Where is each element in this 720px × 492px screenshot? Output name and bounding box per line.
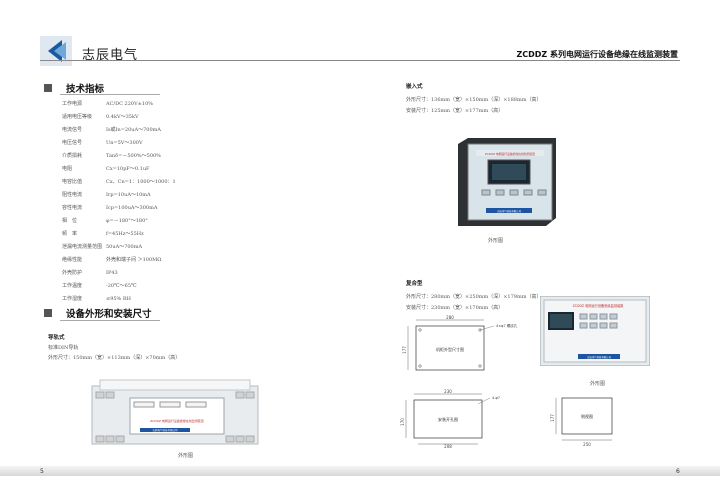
spec-key: 频 率	[62, 231, 78, 237]
spec-row: 外壳防护 IP43	[62, 269, 118, 276]
footer-band	[0, 466, 720, 476]
embedded-title: 嵌入式	[406, 84, 423, 90]
rail-device-company: 志辰电气科技有限公司	[152, 428, 178, 432]
spec-value: 0.4kV～35kV	[106, 114, 139, 120]
cutout-label: 安装开孔图	[438, 416, 458, 422]
spec-value: ≤95% RH	[106, 296, 132, 302]
cutout-drawing: 230 170 安装开孔图 4-φ7 208	[398, 388, 508, 449]
cutout-note: 4-φ7	[492, 396, 500, 400]
spec-key: 电阻	[62, 166, 73, 172]
logo-icon	[40, 36, 72, 66]
rail-line1: 标准DIN导轨	[48, 345, 79, 351]
section-marker	[44, 84, 52, 92]
front-drawing-label: 机柜外型尺寸图	[436, 346, 464, 352]
spec-key: 绝缘性能	[62, 257, 83, 263]
spec-value: Is或In=20uA～700mA	[106, 127, 162, 133]
spec-key: 电流信号	[62, 127, 83, 133]
spec-value: f=45Hz～55Hz	[106, 231, 144, 237]
rail-line2: 外形尺寸：150mm（宽）×113mm（深）×70mm（高）	[48, 355, 181, 361]
brand-name: 志辰电气	[82, 48, 139, 63]
spec-row: 容性电流 Icp=100uA～300mA	[62, 204, 157, 211]
spec-key: 工作电源	[62, 101, 83, 107]
spec-row: 电流信号 Is或In=20uA～700mA	[62, 126, 161, 133]
spec-row: 工作电源 AC/DC 220V±10%	[62, 100, 153, 107]
embedded-device-company: 志辰电气科技有限公司	[497, 209, 522, 213]
product-title: ZCDDZ 系列电网运行设备绝缘在线监测装置	[516, 50, 678, 59]
spec-value: AC/DC 220V±10%	[106, 101, 154, 107]
section-rule	[60, 320, 160, 321]
spec-key: 工作温度	[62, 283, 83, 289]
embedded-line1: 外形尺寸：136mm（宽）×150mm（深）×188mm（高）	[406, 97, 542, 103]
side-height-label: 177	[550, 414, 555, 422]
spec-row: 适用电压等级 0.4kV～35kV	[62, 113, 139, 120]
spec-value: φ=－180°～180°	[106, 218, 148, 224]
composite-device-label: ZCDDZ 电网运行设备绝缘监测装置	[573, 303, 624, 308]
composite-title: 复合型	[406, 281, 423, 287]
embedded-device-photo: ZCDDZ 电网运行设备绝缘在线监测装置 志辰电气科技有限公司	[452, 136, 556, 228]
spec-key: 适用电压等级	[62, 114, 93, 120]
side-width-label: 250	[583, 442, 591, 447]
spec-value: Un=5V～300V	[106, 140, 143, 146]
spec-row: 绝缘性能 外壳和端子间 ＞100MΩ	[62, 256, 161, 263]
embedded-line2: 安装尺寸：125mm（宽）×177mm（高）	[406, 108, 504, 114]
rail-device-label: ZCDDZ 电网运行设备绝缘在线监测装置	[150, 418, 204, 423]
side-view-label: 侧视图	[581, 413, 593, 419]
spec-value: Tanδ=－500%～500%	[106, 153, 161, 159]
spec-value: Cx、Cn=1：1000～1000：1	[106, 179, 176, 185]
side-view-drawing: 177 侧视图 250	[548, 392, 628, 448]
spec-key: 阻性电流	[62, 192, 83, 198]
section-marker	[44, 309, 52, 317]
composite-line1: 外形尺寸：280mm（宽）×250mm（深）×179mm（高）	[406, 294, 542, 300]
company-logo	[40, 36, 72, 66]
spec-row: 介质损耗 Tanδ=－500%～500%	[62, 152, 161, 159]
spec-key: 工作湿度	[62, 296, 83, 302]
spec-row: 阻性电流 Irp=10uA～10mA	[62, 191, 151, 198]
spec-value: Icp=100uA～300mA	[106, 205, 158, 211]
spec-row: 工作湿度 ≤95% RH	[62, 295, 131, 302]
spec-row: 工作温度 -20℃～65℃	[62, 282, 137, 289]
front-hole-note: 4×φ7 螺纹孔	[496, 323, 518, 328]
composite-device-photo: ZCDDZ 电网运行设备绝缘监测装置 志辰电气科技有限公司	[539, 295, 651, 367]
spec-key: 泄漏电流测量范围	[62, 244, 103, 250]
front-height-label: 177	[402, 346, 407, 354]
cutout-height-label: 170	[400, 418, 405, 426]
rail-device-photo: ZCDDZ 电网运行设备绝缘在线监测装置 志辰电气科技有限公司	[90, 378, 260, 448]
rail-title: 导轨式	[48, 335, 65, 341]
cutout-inner-label: 208	[444, 444, 452, 448]
composite-caption: 外形图	[590, 381, 606, 387]
composite-device-company: 志辰电气科技有限公司	[587, 355, 612, 359]
tech-section-title: 技术指标	[66, 84, 105, 95]
spec-key: 电压信号	[62, 140, 83, 146]
page-number-left: 5	[40, 468, 44, 475]
spec-value: Irp=10uA～10mA	[106, 192, 151, 198]
spec-key: 外壳防护	[62, 270, 83, 276]
section-rule	[60, 94, 160, 95]
install-section-title: 设备外形和安装尺寸	[66, 309, 152, 320]
spec-row: 频 率 f=45Hz～55Hz	[62, 230, 144, 237]
spec-row: 相 位 φ=－180°～180°	[62, 217, 148, 224]
embedded-device-label: ZCDDZ 电网运行设备绝缘在线监测装置	[485, 152, 535, 156]
spec-row: 电容比值 Cx、Cn=1：1000～1000：1	[62, 178, 176, 185]
spec-value: Cx=10pF～0.1uF	[106, 166, 150, 172]
front-width-label: 280	[446, 315, 454, 320]
spec-key: 介质损耗	[62, 153, 83, 159]
embedded-caption: 外形图	[488, 238, 504, 244]
spec-value: -20℃～65℃	[106, 283, 137, 289]
composite-line2: 安装尺寸：230mm（宽）×170mm（高）	[406, 305, 504, 311]
spec-key: 容性电流	[62, 205, 83, 211]
spec-value: 外壳和端子间 ＞100MΩ	[106, 257, 162, 263]
header-divider	[40, 60, 680, 61]
spec-value: 50uA～700mA	[106, 244, 143, 250]
spec-value: IP43	[106, 270, 118, 276]
spec-key: 电容比值	[62, 179, 83, 185]
spec-key: 相 位	[62, 218, 78, 224]
rail-caption: 外形图	[178, 453, 194, 459]
spec-row: 电压信号 Un=5V～300V	[62, 139, 143, 146]
page-number-right: 6	[676, 468, 680, 475]
front-outline-drawing: 280 177 机柜外型尺寸图 4×φ7 螺纹孔	[400, 314, 524, 376]
cutout-width-label: 230	[444, 389, 452, 394]
spec-row: 电阻 Cx=10pF～0.1uF	[62, 165, 150, 172]
